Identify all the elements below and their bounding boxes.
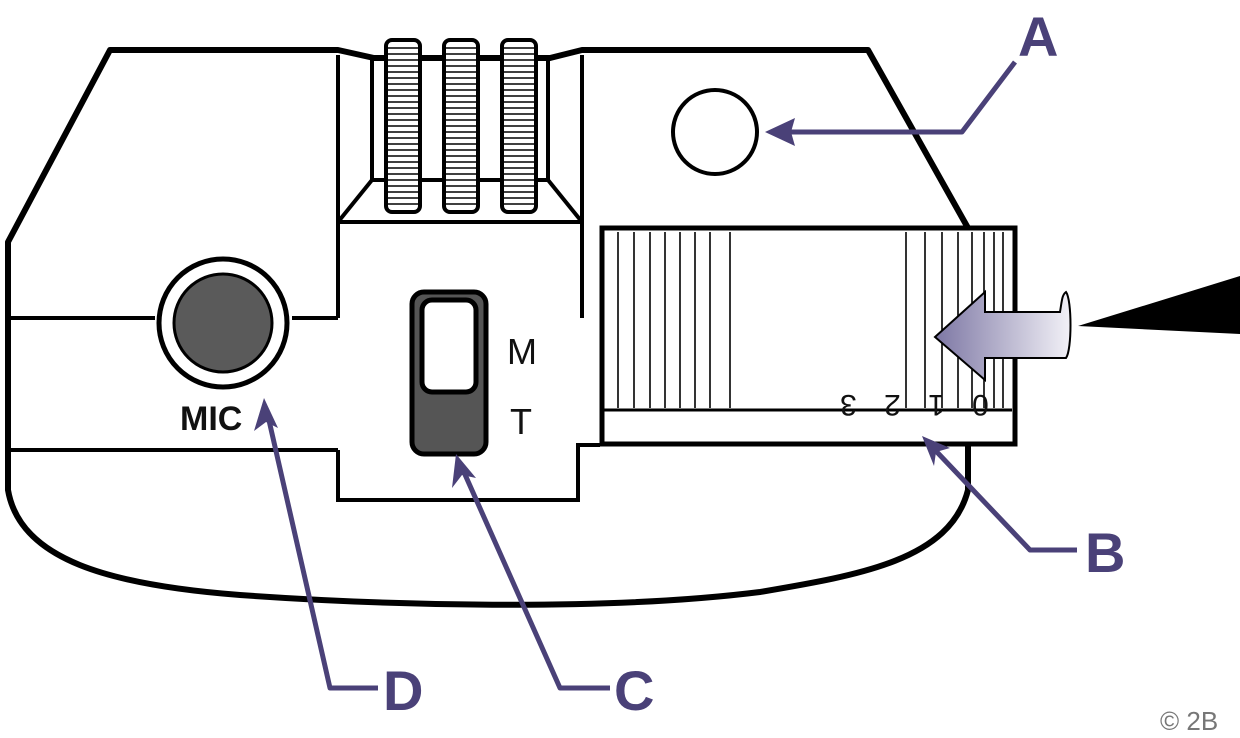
callout-label-a: A [1018, 5, 1058, 68]
callout-line-a [782, 60, 1017, 135]
mode-switch-knob[interactable] [419, 297, 479, 395]
mode-switch[interactable] [409, 289, 489, 457]
arrowhead-icon [922, 436, 950, 466]
microphone [156, 256, 290, 390]
dial-ridges-left [617, 232, 731, 408]
mode-label-m: M [507, 331, 537, 372]
copyright-notice: © 2B [1160, 706, 1218, 736]
arrowhead-icon [254, 398, 278, 431]
scale-number: 2 [884, 388, 901, 421]
callout-line-c [460, 468, 610, 691]
callout-label-d: D [383, 659, 423, 722]
arrowhead-icon [452, 454, 476, 488]
thumbwheels [384, 38, 538, 214]
thumbwheel-3[interactable] [500, 38, 538, 214]
thumbwheel-1[interactable] [384, 38, 422, 214]
callout-label-b: B [1085, 521, 1125, 584]
rotate-arrow-icon [933, 289, 1072, 383]
callout-line-b [933, 448, 1077, 553]
callout-arrowheads [254, 118, 950, 488]
scale-number: 1 [928, 388, 945, 421]
mic-grille [172, 272, 274, 374]
arrowhead-icon [765, 118, 795, 146]
round-button[interactable] [671, 88, 759, 176]
thumbwheel-2[interactable] [442, 38, 480, 214]
pointer-triangle-icon [1078, 276, 1240, 334]
dial-scale: 3 2 1 0 [840, 388, 989, 421]
scale-number: 0 [972, 388, 989, 421]
callout-lines [265, 60, 1077, 691]
mode-label-t: T [510, 401, 532, 442]
scale-number: 3 [840, 388, 857, 421]
mic-label: MIC [180, 400, 242, 438]
callout-line-d [265, 415, 378, 691]
callout-label-c: C [614, 659, 654, 722]
